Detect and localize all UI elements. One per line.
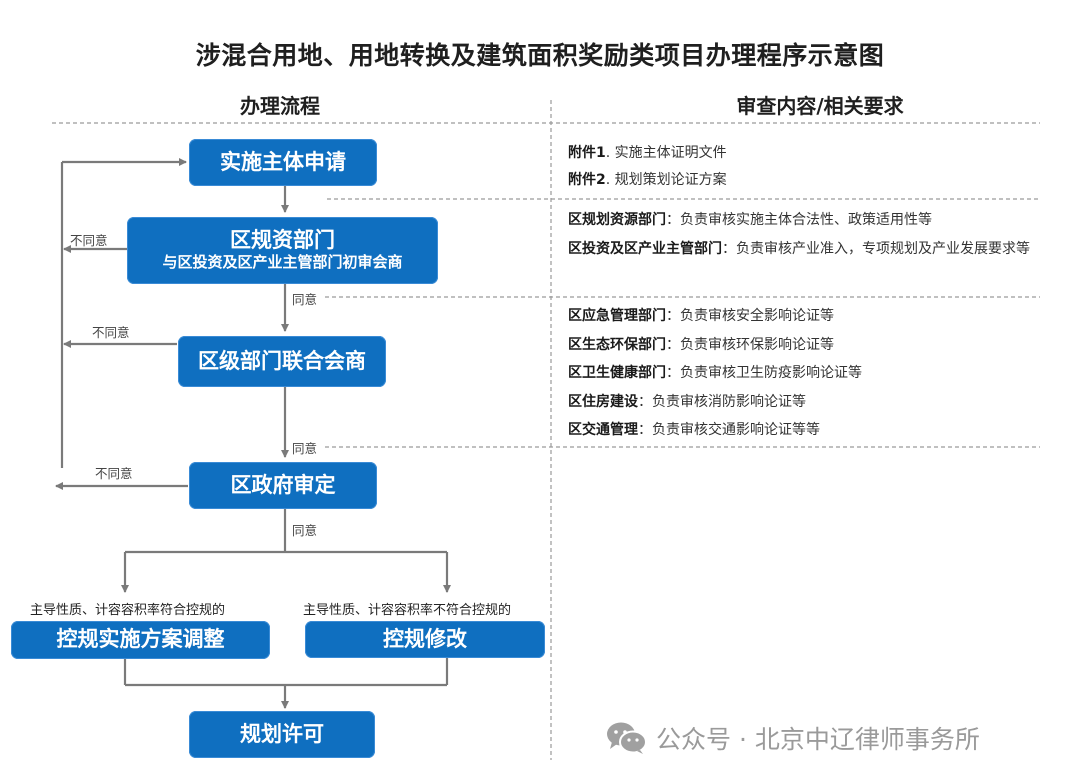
attachment-item: 附件2. 规划策划论证方案 — [568, 172, 727, 188]
requirements-column-header: 审查内容/相关要求 — [736, 94, 904, 118]
edge-label-agree-2: 同意 — [292, 441, 318, 456]
joint-review-item: 区应急管理部门：负责审核安全影响论证等 — [568, 308, 834, 324]
step-apply-label: 实施主体申请 — [220, 149, 346, 174]
edge-label-disagree-3: 不同意 — [95, 466, 133, 481]
step-apply: 实施主体申请 — [189, 139, 377, 186]
edge-label-agree-1: 同意 — [292, 292, 318, 307]
process-column-header: 办理流程 — [240, 94, 320, 118]
step-district-planning: 区规资部门 与区投资及区产业主管部门初审会商 — [127, 217, 438, 284]
watermark: 公众号 · 北京中辽律师事务所 — [606, 720, 980, 756]
joint-review-item: 区卫生健康部门：负责审核卫生防疫影响论证等 — [568, 365, 862, 381]
step-plan-adjust-label: 控规实施方案调整 — [56, 627, 225, 652]
step-gov-review: 区政府审定 — [189, 462, 377, 509]
joint-review-item: 区生态环保部门：负责审核环保影响论证等 — [568, 337, 834, 353]
section-dividers — [52, 100, 1040, 760]
joint-review-item: 区交通管理：负责审核交通影响论证等等 — [568, 422, 820, 438]
diagram-title: 涉混合用地、用地转换及建筑面积奖励类项目办理程序示意图 — [195, 41, 885, 70]
wechat-icon — [607, 722, 647, 754]
watermark-text: 公众号 · 北京中辽律师事务所 — [656, 725, 980, 754]
initial-review-item: 区规划资源部门：负责审核实施主体合法性、政策适用性等 — [568, 212, 932, 228]
initial-review-item: 区投资及区产业主管部门：负责审核产业准入，专项规划及产业发展要求等 — [568, 241, 1030, 257]
step-joint-consult: 区级部门联合会商 — [178, 336, 386, 387]
edge-label-disagree-1: 不同意 — [70, 233, 108, 248]
step-permit: 规划许可 — [189, 711, 375, 758]
step-plan-revise: 控规修改 — [305, 621, 545, 658]
step-plan-adjust: 控规实施方案调整 — [11, 621, 270, 659]
step-permit-label: 规划许可 — [240, 721, 324, 746]
step-joint-consult-label: 区级部门联合会商 — [198, 348, 366, 373]
step-district-planning-sublabel: 与区投资及区产业主管部门初审会商 — [162, 253, 403, 272]
step-plan-revise-label: 控规修改 — [383, 626, 467, 651]
step-district-planning-label: 区规资部门 — [230, 228, 335, 253]
step-gov-review-label: 区政府审定 — [230, 472, 336, 497]
edge-label-agree-3: 同意 — [292, 523, 318, 538]
branch-condition-compliant: 主导性质、计容容积率符合控规的 — [30, 603, 226, 618]
edge-label-disagree-2: 不同意 — [92, 325, 130, 340]
branch-condition-noncompliant: 主导性质、计容容积率不符合控规的 — [303, 603, 512, 618]
attachment-item: 附件1. 实施主体证明文件 — [568, 145, 727, 161]
joint-review-item: 区住房建设：负责审核消防影响论证等 — [568, 394, 806, 410]
